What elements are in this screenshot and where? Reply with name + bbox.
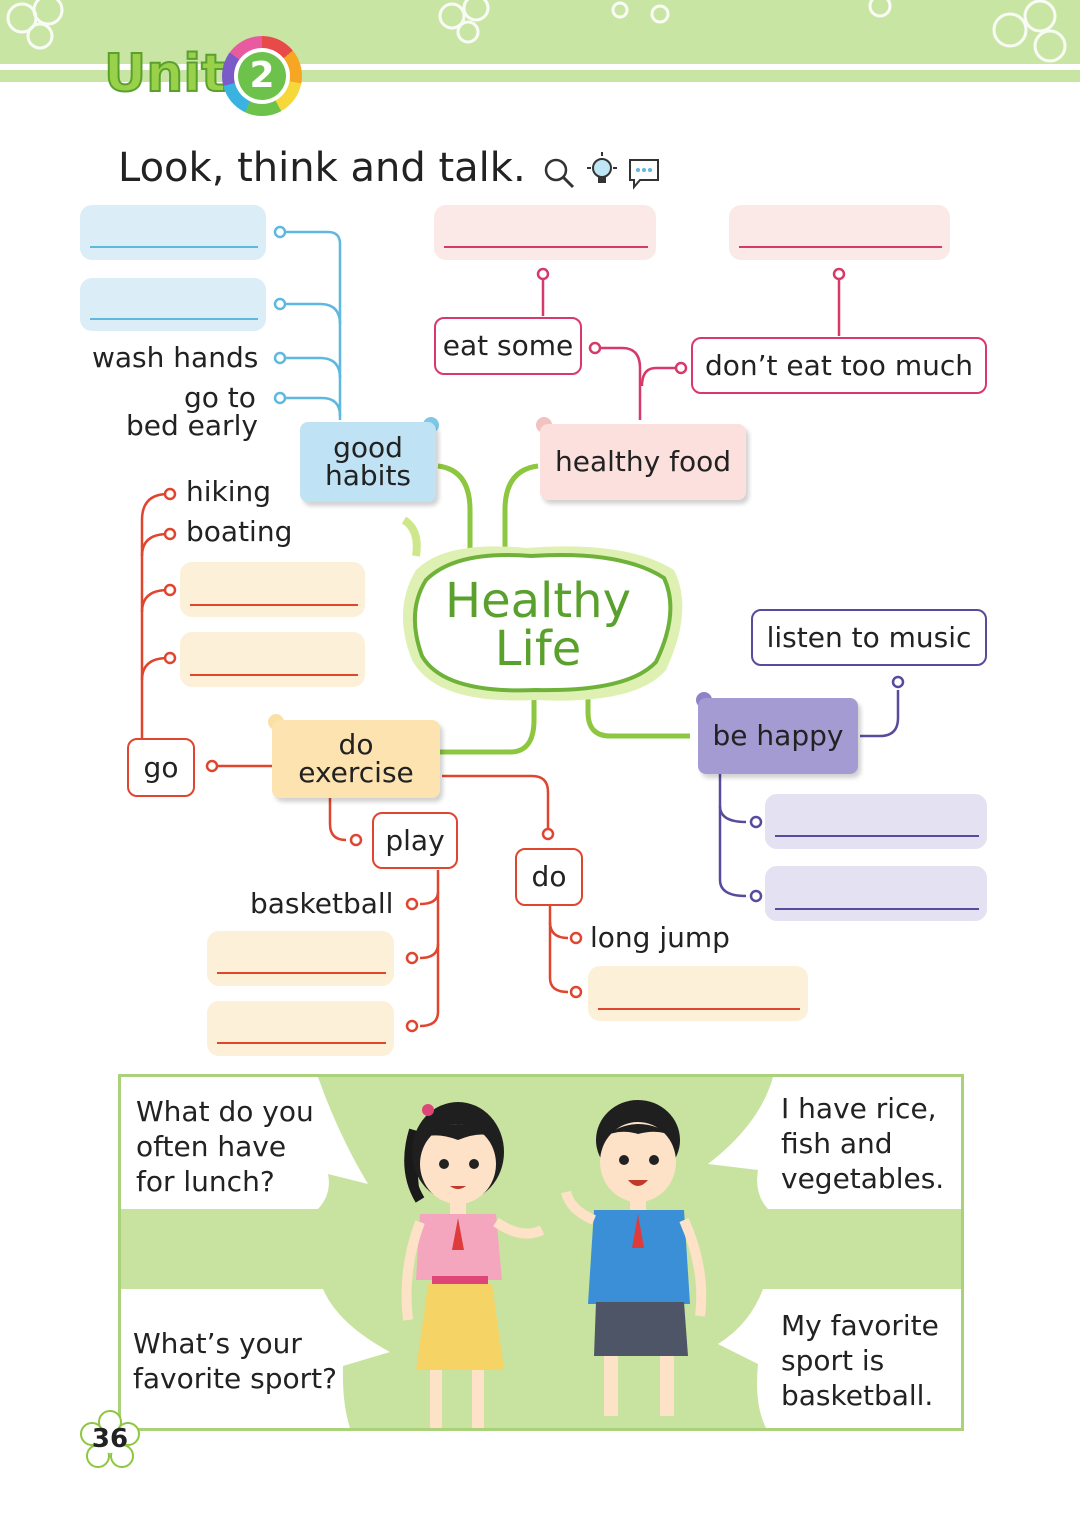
unit-word: Unit — [103, 43, 227, 105]
blank-go-1[interactable] — [180, 562, 365, 617]
node-do: do — [515, 848, 583, 906]
item-bed-early: bed early — [126, 409, 258, 442]
healthy-life-center — [401, 516, 683, 701]
bubble-a1-line1: I have rice, — [781, 1092, 937, 1125]
flower-decoration-icon — [6, 0, 1067, 63]
speech-bubble-icon — [629, 159, 659, 190]
node-play: play — [372, 812, 458, 869]
blank-good-habit-1[interactable] — [80, 205, 266, 260]
blank-eat-some[interactable] — [434, 205, 656, 260]
blank-play-2[interactable] — [207, 1001, 394, 1056]
bubble-q2-line2: favorite sport? — [133, 1362, 337, 1395]
item-long-jump: long jump — [590, 921, 730, 954]
bubble-q1-line3: for lunch? — [136, 1165, 275, 1198]
bubble-a1: I have rice, fish and vegetables. — [781, 1091, 944, 1196]
item-boating: boating — [186, 515, 293, 548]
bubble-a2-line3: basketball. — [781, 1379, 934, 1412]
center-title-line2: Life — [494, 621, 582, 677]
node-go: go — [127, 738, 195, 797]
girl-illustration — [401, 1102, 545, 1428]
do-exercise-label-1: do — [338, 728, 374, 761]
blank-good-habit-2[interactable] — [80, 278, 266, 331]
header-stripe — [0, 64, 1080, 70]
blank-be-happy-1[interactable] — [765, 794, 987, 849]
speech-bubbles — [121, 1077, 961, 1428]
bubble-q2: What’s your favorite sport? — [133, 1326, 337, 1396]
header-band — [0, 0, 1080, 64]
bubble-a2-line1: My favorite — [781, 1309, 939, 1342]
activity-title: Look, think and talk. — [118, 145, 526, 191]
bubble-q1-line1: What do you — [136, 1095, 314, 1128]
lightbulb-icon — [587, 152, 617, 183]
node-good-habits: good habits — [300, 422, 436, 502]
bubble-a1-line3: vegetables. — [781, 1162, 945, 1195]
node-healthy-food: healthy food — [540, 424, 746, 500]
page-number-flower-icon — [80, 1410, 140, 1468]
blank-be-happy-2[interactable] — [765, 866, 987, 921]
page-number: 36 — [91, 1424, 129, 1454]
node-be-happy: be happy — [698, 698, 858, 774]
bubble-q1-line2: often have — [136, 1130, 287, 1163]
item-wash-hands: wash hands — [92, 341, 259, 374]
boy-illustration — [561, 1100, 707, 1416]
bubble-a2-line2: sport is — [781, 1344, 885, 1377]
unit-number: 2 — [238, 52, 286, 100]
blank-dont-eat[interactable] — [729, 205, 950, 260]
blank-go-2[interactable] — [180, 632, 365, 687]
item-go-to: go to — [184, 381, 256, 414]
node-dont-eat-too-much: don’t eat too much — [691, 337, 987, 394]
node-do-exercise: do exercise — [272, 720, 440, 798]
center-title-line1: Healthy — [444, 573, 632, 629]
item-basketball: basketball — [250, 887, 394, 920]
blank-play-1[interactable] — [207, 931, 394, 986]
good-habits-label-1: good — [333, 431, 403, 464]
node-eat-some: eat some — [434, 317, 582, 375]
bubble-a1-line2: fish and — [781, 1127, 893, 1160]
item-hiking: hiking — [186, 475, 272, 508]
good-habits-label-2: habits — [324, 459, 412, 492]
magnifier-icon — [544, 158, 575, 189]
bubble-a2: My favorite sport is basketball. — [781, 1308, 939, 1413]
do-exercise-label-2: exercise — [298, 756, 414, 789]
bubble-q1: What do you often have for lunch? — [136, 1094, 314, 1199]
node-listen-to-music: listen to music — [751, 609, 987, 666]
bubble-q2-line1: What’s your — [133, 1327, 302, 1360]
blank-do-1[interactable] — [588, 966, 808, 1021]
